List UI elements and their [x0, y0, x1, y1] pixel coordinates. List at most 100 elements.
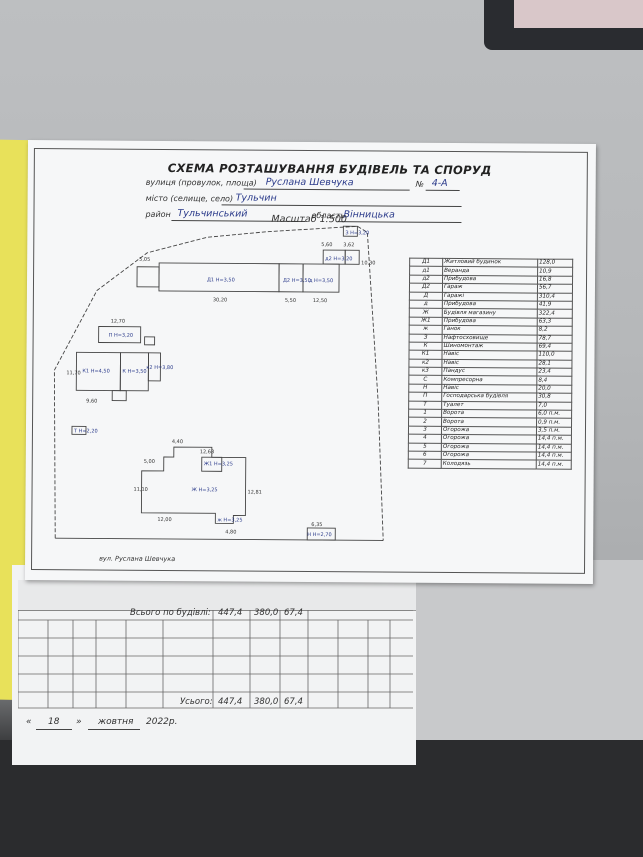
legend-value: 10,9 — [537, 267, 573, 277]
legend-value: 69,4 — [537, 342, 573, 352]
legend-name: Будівля магазину — [442, 308, 538, 318]
label-zh: Ж Н=3,25 — [192, 487, 218, 493]
legend-name: Житловий будинок — [442, 258, 538, 268]
date-month: жовтня — [98, 717, 134, 727]
legend-value: 30,8 — [536, 393, 572, 402]
legend-value: 110,0 — [536, 351, 573, 360]
legend-code: 7 — [408, 459, 442, 469]
legend-name: Навіс — [441, 384, 537, 394]
legend-value: 14,4 п.м. — [536, 452, 572, 461]
legend-name: Ворота — [441, 409, 537, 419]
legend-value: 23,4 — [536, 368, 572, 377]
legend-value: 8,2 — [537, 326, 573, 335]
legend-code: д — [409, 300, 443, 309]
legend-value: 16,8 — [537, 275, 573, 285]
legend-code: 2 — [408, 417, 442, 427]
legend-value: 14,4 п.м. — [536, 435, 572, 444]
date-day-line — [36, 729, 72, 730]
legend-value: 3,5 п.м. — [536, 426, 572, 436]
legend-name: Огорожа — [441, 426, 537, 436]
legend-name: Огорожа — [441, 442, 537, 453]
dim-5-50: 5,50 — [285, 298, 296, 304]
underlying-sheet-edge — [18, 580, 416, 611]
date-open-quote: « — [26, 717, 32, 727]
legend-code: д2 — [409, 274, 443, 284]
legend-code: Д — [409, 291, 443, 301]
legend-code: Д2 — [409, 283, 443, 292]
label-d-small: д Н=3,50 — [309, 278, 333, 284]
legend-code: д1 — [409, 266, 443, 276]
dim-11-10: 11,10 — [134, 487, 148, 493]
legend-name: Господарська будівля — [441, 392, 537, 402]
dim-3-62: 3,62 — [343, 242, 354, 248]
legend-value: 78,7 — [537, 334, 573, 344]
dim-12-81: 12,81 — [248, 490, 262, 496]
legend-name: Ганок — [442, 325, 538, 335]
dim-5-05: 5,05 — [139, 257, 150, 263]
legend-value: 14,4 п.м. — [536, 443, 572, 453]
legend-code: 3 — [408, 425, 442, 435]
legend-name: Огорожа — [441, 451, 537, 461]
legend-value: 63,3 — [537, 317, 573, 327]
label-zh-small: ж Н=3,25 — [217, 517, 242, 523]
legend-value: 310,4 — [537, 292, 573, 302]
dim-12-68: 12,68 — [200, 449, 214, 455]
legend-name: Ворота — [441, 417, 537, 427]
legend-code: З — [409, 333, 443, 343]
site-plan-sheet: СХЕМА РОЗТАШУВАННЯ БУДІВЕЛЬ ТА СПОРУД ву… — [24, 140, 596, 584]
dim-12-70: 12,70 — [111, 319, 125, 325]
label-k1: К1 Н=4,50 — [82, 368, 109, 374]
legend-code: К1 — [408, 350, 443, 360]
site-plan-drawing: Д1 Н=3,50 Д2 Н=3,50 д Н=3,50 П Н=3,20 д2… — [53, 225, 384, 563]
dim-9-60: 9,60 — [86, 398, 97, 404]
legend-value: 41,9 — [537, 301, 573, 310]
legend-code: 4 — [408, 434, 442, 443]
total-label-2: Усього: — [180, 697, 213, 707]
legend-name: Пандус — [441, 367, 537, 377]
legend-code: Д1 — [409, 258, 443, 267]
total-value-2b: 380,0 — [254, 697, 279, 707]
legend-value: 8,4 — [536, 376, 572, 386]
legend-code: П — [408, 392, 442, 402]
date-close-quote: » — [76, 717, 82, 727]
legend-code: 1 — [408, 409, 442, 418]
legend-code: 5 — [408, 442, 442, 452]
legend-code: к3 — [408, 367, 442, 376]
legend-value: 28,1 — [536, 359, 572, 369]
legend-name: Прибудова — [442, 275, 538, 285]
label-d2b: д2 Н=3,20 — [325, 256, 352, 262]
legend-code: Т — [408, 400, 442, 410]
legend-name: Гаражі — [442, 291, 538, 302]
legend-code: С — [408, 375, 442, 385]
legend-value: 14,4 п.м. — [536, 460, 572, 470]
legend-value: 7,0 — [536, 401, 572, 411]
dim-5-60: 5,60 — [321, 242, 332, 248]
legend-value: 128,0 — [537, 259, 573, 268]
label-zh1: Ж1 Н=3,25 — [204, 461, 233, 467]
total-value-1a: 447,4 — [218, 608, 243, 618]
legend-name: Шиномонтаж — [442, 342, 538, 352]
legend-name: Прибудова — [442, 317, 538, 327]
total-value-1c: 67,4 — [284, 608, 303, 618]
legend-code: Ж1 — [409, 316, 443, 326]
date-month-line — [88, 729, 140, 730]
legend-value: 56,7 — [537, 284, 573, 293]
dim-4-40: 4,40 — [172, 439, 183, 445]
legend-name: Туалет — [441, 401, 537, 411]
label-n: Н Н=2,70 — [307, 532, 331, 538]
label-k2: к2 Н=3,80 — [146, 365, 173, 371]
legend-value: 0,9 п.м. — [536, 418, 572, 428]
dim-4-80: 4,80 — [225, 529, 236, 535]
date-year: 2022р. — [146, 717, 178, 727]
legend-name: Гараж — [442, 283, 538, 293]
legend-code: К — [409, 342, 443, 351]
legend-value: 6,0 п.м. — [536, 410, 572, 419]
label-d2: Д2 Н=3,50 — [283, 278, 311, 284]
legend-name: Веранда — [442, 266, 538, 276]
legend-value: 20,0 — [536, 384, 572, 394]
legend-code: к2 — [408, 358, 442, 368]
dim-5-00: 5,00 — [144, 459, 155, 465]
legend-name: Прибудова — [442, 300, 538, 310]
